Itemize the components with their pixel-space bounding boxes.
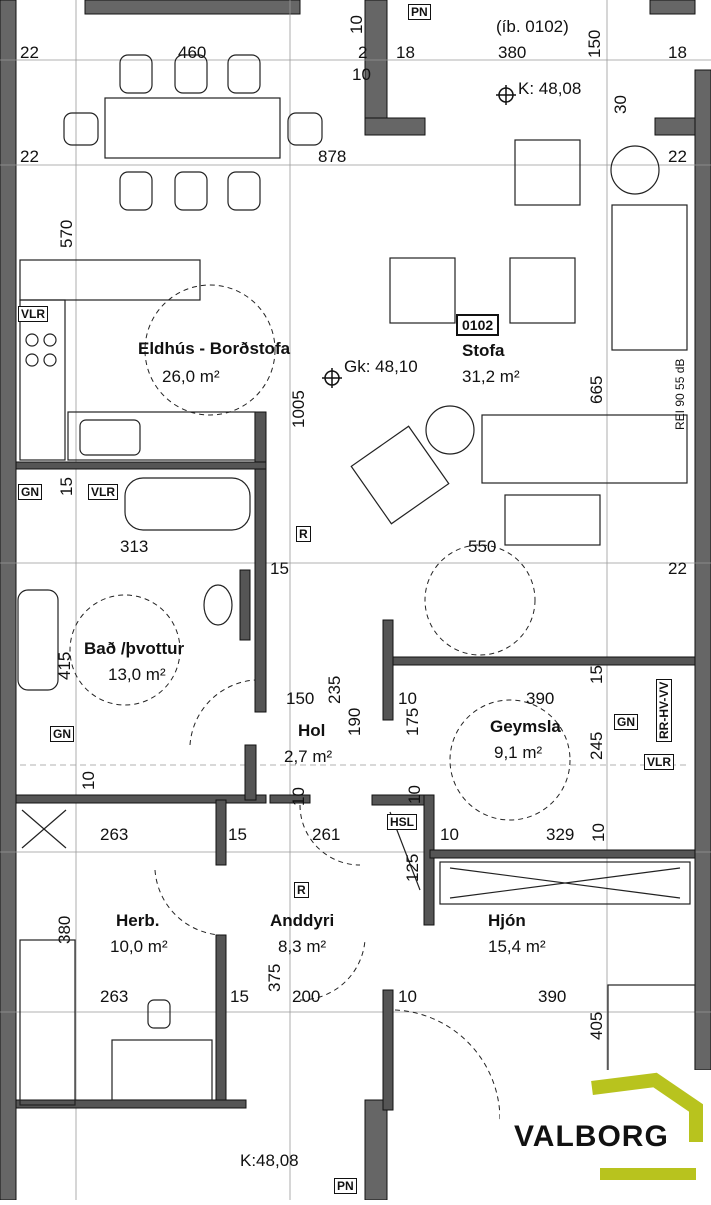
dim-label: 15 — [228, 825, 247, 844]
room-area-bath: 13,0 m² — [108, 665, 166, 684]
dim-label: 10 — [398, 689, 417, 708]
dim-label: 460 — [178, 43, 207, 62]
dim-label: 22 — [20, 43, 39, 62]
dim-label: 125 — [403, 853, 422, 882]
room-name-master: Hjón — [488, 911, 526, 930]
room-name-bath: Bað /þvottur — [84, 639, 185, 658]
dim-label: 15 — [57, 477, 76, 496]
tag-r-living: R — [296, 526, 311, 542]
dim-label: 10 — [347, 15, 366, 34]
dim-label: 10 — [398, 987, 417, 1006]
dim-label: 665 — [587, 375, 606, 404]
dim-label: 15 — [230, 987, 249, 1006]
level-marker-top — [496, 85, 516, 105]
unit-number-tag: 0102 — [456, 314, 500, 336]
dim-label: 200 — [292, 987, 321, 1006]
room-name-storage: Geymsla — [490, 717, 561, 736]
dim-label: 261 — [312, 825, 341, 844]
level-k-top: K: 48,08 — [518, 79, 582, 98]
dim-label: 329 — [546, 825, 575, 844]
dim-label: 390 — [526, 689, 555, 708]
dim-label: 150 — [585, 29, 604, 58]
room-name-living: Stofa — [462, 341, 505, 360]
tag-gn-kitchen: GN — [18, 484, 42, 500]
valborg-logo: VALBORG — [500, 1070, 711, 1200]
dim-label: 405 — [587, 1011, 606, 1040]
dim-label: 190 — [345, 707, 364, 736]
dim-label: 550 — [468, 537, 497, 556]
dim-label: 15 — [587, 665, 606, 684]
furniture — [17, 54, 696, 1106]
level-gk: Gk: 48,10 — [344, 357, 418, 376]
dim-label: 1005 — [289, 390, 308, 428]
room-area-master: 15,4 m² — [488, 937, 546, 956]
dim-label: 22 — [668, 147, 687, 166]
wall-rating-note: REI 90 55 dB — [673, 358, 687, 430]
apartment-ref: (íb. 0102) — [496, 17, 569, 36]
dim-label: 380 — [55, 915, 74, 944]
dim-label: 263 — [100, 825, 129, 844]
dim-label: 10 — [289, 787, 308, 806]
dim-label: 18 — [668, 43, 687, 62]
dim-label: 10 — [352, 65, 371, 84]
dim-label: 415 — [55, 651, 74, 680]
dim-label: 10 — [79, 771, 98, 790]
logo-text: VALBORG — [514, 1120, 669, 1153]
room-name-hall: Hol — [298, 721, 326, 740]
dim-label: 878 — [318, 147, 347, 166]
dim-label: 10 — [589, 823, 608, 842]
dim-label: 570 — [57, 219, 76, 248]
room-area-storage: 9,1 m² — [494, 743, 543, 762]
dim-label: 390 — [538, 987, 567, 1006]
dim-label: 10 — [440, 825, 459, 844]
tag-rr-hv-vv: RR-HV-VV — [656, 678, 672, 742]
tag-r-entry: R — [294, 882, 309, 898]
dim-label: 150 — [286, 689, 315, 708]
tag-pn-bottom: PN — [334, 1178, 357, 1194]
room-name-entry: Anddyri — [270, 911, 335, 930]
dim-label: 263 — [100, 987, 129, 1006]
tag-gn-storage: GN — [614, 714, 638, 730]
dim-label: 235 — [325, 675, 344, 704]
dim-label: 175 — [403, 707, 422, 736]
tag-hsl: HSL — [387, 814, 417, 830]
tag-vlr-bath: VLR — [88, 484, 118, 500]
dim-label: 22 — [20, 147, 39, 166]
dim-label: 18 — [396, 43, 415, 62]
logo-house-mark — [591, 1072, 703, 1180]
tag-pn-top: PN — [408, 4, 431, 20]
dim-label: 245 — [587, 731, 606, 760]
room-area-hall: 2,7 m² — [284, 747, 333, 766]
room-area-living: 31,2 m² — [462, 367, 520, 386]
room-name-kitchen: Eldhús - Borðstofa — [138, 339, 291, 358]
dim-label: 313 — [120, 537, 149, 556]
room-area-bedroom: 10,0 m² — [110, 937, 168, 956]
dim-label: 15 — [270, 559, 289, 578]
level-k-bottom: K:48,08 — [240, 1151, 299, 1170]
interior-walls — [15, 411, 696, 1111]
room-name-bedroom: Herb. — [116, 911, 160, 930]
dim-label: 30 — [611, 95, 630, 114]
room-area-entry: 8,3 m² — [278, 937, 327, 956]
tag-gn-bath: GN — [50, 726, 74, 742]
tag-vlr-kitchen: VLR — [18, 306, 48, 322]
dim-label: 10 — [405, 785, 424, 804]
dim-label: 375 — [265, 963, 284, 992]
dim-label: 22 — [668, 559, 687, 578]
dim-label: 2 — [358, 43, 368, 62]
room-area-kitchen: 26,0 m² — [162, 367, 220, 386]
dim-label: 380 — [498, 43, 527, 62]
tag-vlr-storage: VLR — [644, 754, 674, 770]
door-swings — [69, 284, 571, 1121]
level-marker-center — [322, 368, 342, 388]
